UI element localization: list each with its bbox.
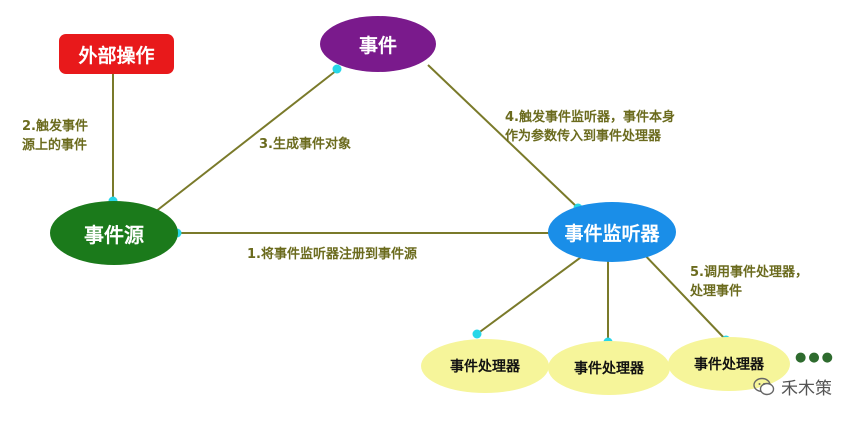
label-trigger-source: 2.触发事件 源上的事件 [22, 117, 88, 155]
label-trigger-source-line-2: 源上的事件 [22, 138, 88, 153]
handler-node-1: 事件处理器 [450, 359, 520, 375]
event-source-ellipse [50, 201, 178, 265]
label-call-handler-line-1: 5.调用事件处理器， [690, 265, 808, 280]
handler-node-3: 事件处理器 [694, 357, 764, 373]
listener-ellipse [548, 202, 676, 262]
wechat-icon [753, 377, 775, 395]
handler-1-ellipse [421, 339, 549, 393]
edges [112, 64, 727, 341]
event-source-node: 事件源 [84, 222, 144, 247]
more-handlers-ellipsis: ●●● [795, 350, 836, 365]
label-call-handler: 5.调用事件处理器， 处理事件 [690, 263, 808, 301]
label-create-event: 3.生成事件对象 [259, 137, 351, 152]
label-trigger-listener: 4.触发事件监听器，事件本身 作为参数传入到事件处理器 [505, 108, 675, 146]
edge-listener-to-handler-3 [639, 249, 727, 341]
handler-3-ellipse [668, 337, 790, 391]
external-op-node: 外部操作 [78, 44, 155, 67]
node-shapes [50, 16, 790, 395]
dot-handler-1 [472, 329, 482, 339]
label-trigger-listener-line-1: 4.触发事件监听器，事件本身 [505, 110, 675, 125]
label-trigger-source-line-1: 2.触发事件 [22, 119, 88, 134]
external-op-box [59, 34, 174, 74]
label-call-handler-line-2: 处理事件 [690, 284, 743, 299]
edge-event-to-listener [427, 64, 579, 209]
label-register: 1.将事件监听器注册到事件源 [247, 247, 417, 262]
event-ellipse [320, 16, 436, 72]
watermark-text: 禾木策 [781, 379, 832, 399]
edge-source-to-event [154, 69, 338, 213]
handler-node-2: 事件处理器 [574, 361, 644, 377]
handler-2-ellipse [548, 341, 670, 395]
label-trigger-listener-line-2: 作为参数传入到事件处理器 [505, 129, 662, 144]
edge-listener-to-handler-1 [476, 251, 589, 335]
listener-node: 事件监听器 [564, 222, 660, 245]
dot-event [332, 64, 342, 74]
event-node: 事件 [358, 34, 397, 57]
watermark: 禾木策 [753, 374, 832, 399]
